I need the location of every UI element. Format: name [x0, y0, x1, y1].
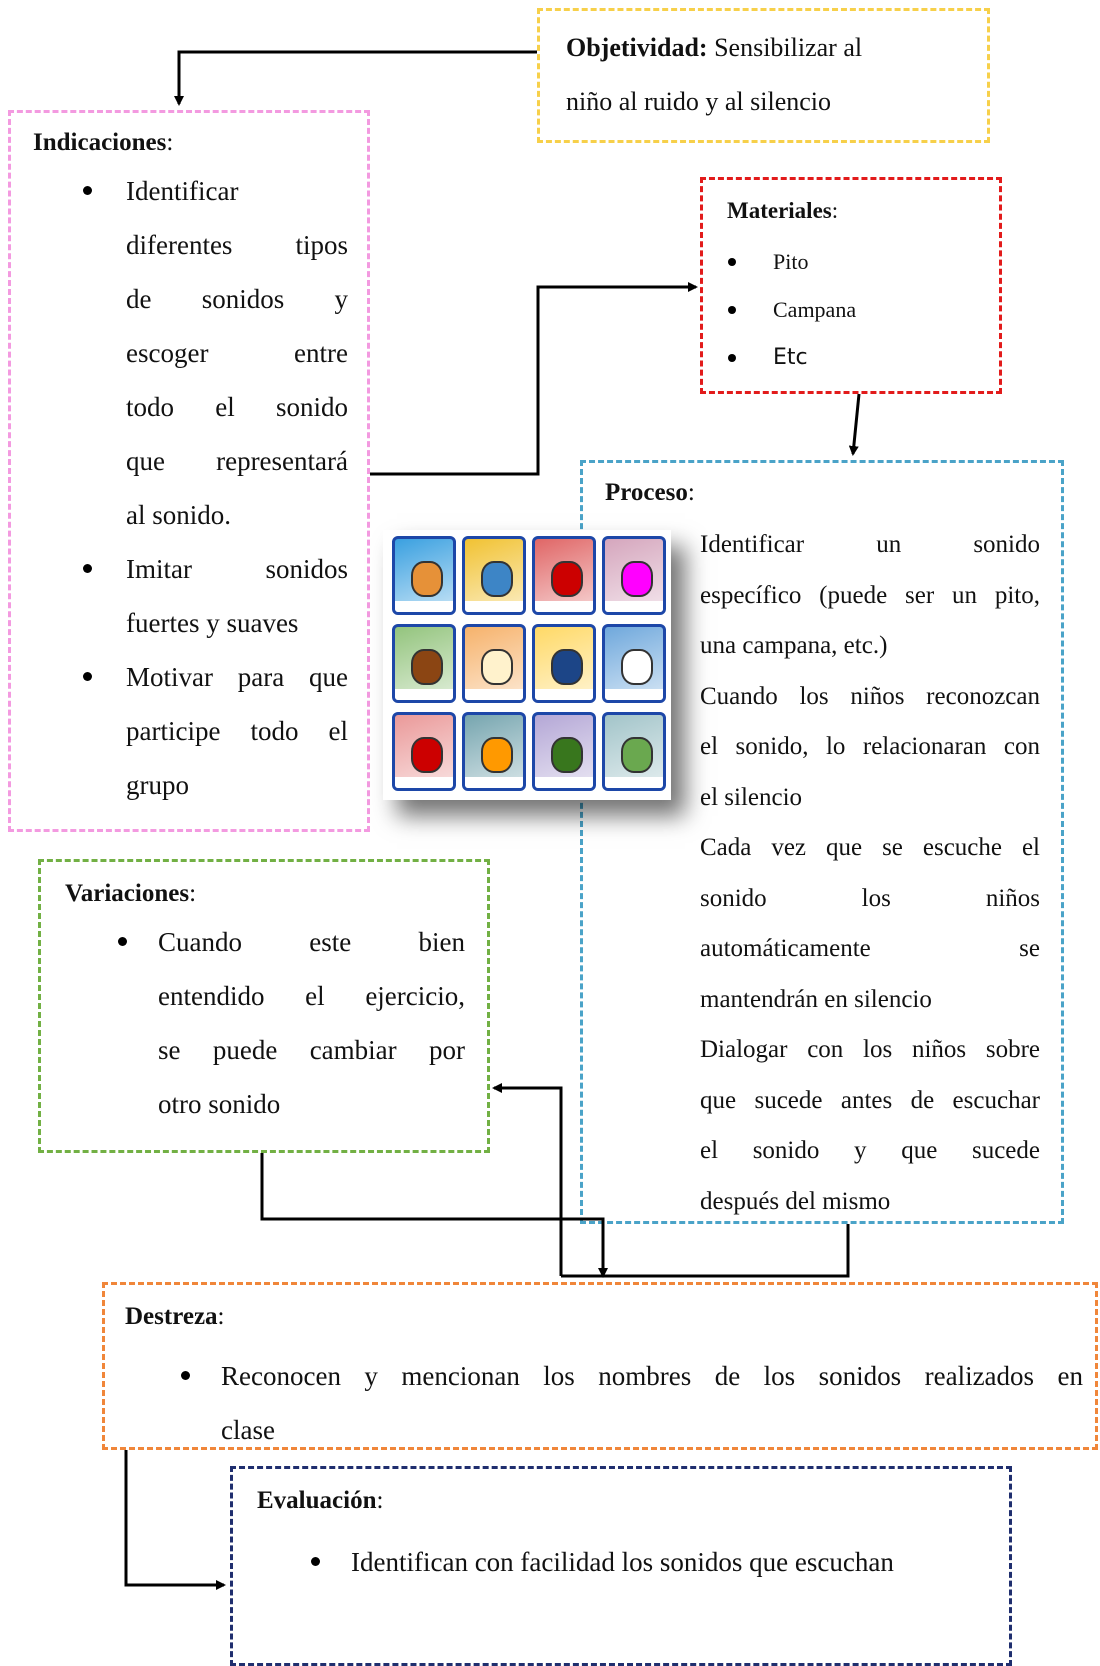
proceso-text: Identificar un sonido específico (puede … — [700, 520, 1040, 1220]
arrow-indicaciones-materiales — [370, 282, 698, 476]
sound-card-caption — [395, 777, 453, 788]
sound-card-tile — [602, 712, 666, 791]
sound-card-figure — [481, 649, 513, 685]
indicaciones-box: Indicaciones: — [8, 110, 370, 832]
sound-card-tile — [462, 536, 526, 615]
bullet-icon — [181, 1371, 190, 1380]
sound-card-figure — [551, 561, 583, 597]
objetividad-box: Objetividad: Sensibilizar al niño al rui… — [537, 8, 990, 143]
objetividad-text: Objetividad: Sensibilizar al niño al rui… — [566, 21, 986, 129]
sound-card-tile — [532, 536, 596, 615]
bullet-icon — [728, 306, 736, 314]
arrow-objetividad-indicaciones — [174, 50, 537, 106]
sound-card-caption — [605, 601, 663, 612]
sound-card-caption — [535, 777, 593, 788]
objetividad-line1: Sensibilizar al — [707, 33, 863, 62]
sound-card-caption — [465, 777, 523, 788]
arrow-materiales-proceso — [848, 393, 861, 456]
sound-card-tile — [532, 624, 596, 703]
destreza-box: Destreza: Reconocen y mencionan los nomb… — [102, 1282, 1098, 1450]
indicaciones-item-3: Motivar para que participe todo el grupo — [83, 650, 348, 812]
sound-card-figure — [621, 561, 653, 597]
bullet-icon — [83, 564, 92, 573]
materiales-title: Materiales: — [727, 198, 839, 223]
bullet-icon — [728, 258, 736, 266]
objetividad-label: Objetividad: — [566, 33, 708, 62]
materiales-item-1: Pito — [728, 238, 808, 286]
evaluacion-text: Identifican con facilidad los sonidos qu… — [311, 1535, 894, 1589]
sound-card-figure — [551, 649, 583, 685]
sound-card-caption — [535, 689, 593, 700]
bullet-icon — [83, 186, 92, 195]
sound-card-tile — [392, 712, 456, 791]
sound-card-tile — [602, 536, 666, 615]
sound-card-tile — [532, 712, 596, 791]
indicaciones-title: Indicaciones: — [33, 129, 174, 156]
sound-card-caption — [535, 601, 593, 612]
sound-card-figure — [621, 737, 653, 773]
sound-card-tile — [392, 624, 456, 703]
sound-card-caption — [605, 777, 663, 788]
sound-card-tile — [602, 624, 666, 703]
bullet-icon — [311, 1557, 320, 1566]
bullet-icon — [728, 354, 736, 362]
bullet-icon — [83, 672, 92, 681]
variaciones-title: Variaciones: — [65, 880, 197, 907]
materiales-item-2: Campana — [728, 286, 856, 334]
sound-card-tile — [462, 624, 526, 703]
sound-card-caption — [395, 601, 453, 612]
objetividad-line2: niño al ruido y al silencio — [566, 87, 832, 116]
evaluacion-box: Evaluación: Identifican con facilidad lo… — [230, 1466, 1012, 1666]
materiales-item-3: Etc — [728, 334, 808, 382]
sound-card-figure — [621, 649, 653, 685]
destreza-title: Destreza: — [125, 1303, 225, 1330]
indicaciones-item-2: Imitar sonidos fuertes y suaves — [83, 542, 348, 650]
proceso-title: Proceso: — [605, 479, 695, 506]
sound-card-figure — [481, 737, 513, 773]
sound-card-caption — [465, 689, 523, 700]
arrow-proceso-variaciones — [492, 1083, 563, 1276]
sound-card-caption — [395, 689, 453, 700]
indicaciones-item-1: Identificar diferentes tipos de sonidos … — [83, 164, 348, 542]
bullet-icon — [118, 937, 127, 946]
arrow-destreza-evaluacion — [124, 1450, 226, 1590]
sound-card-figure — [551, 737, 583, 773]
sound-card-figure — [411, 649, 443, 685]
evaluacion-title: Evaluación: — [257, 1487, 384, 1514]
sound-card-tile — [462, 712, 526, 791]
arrow-variaciones-destreza — [260, 1153, 608, 1278]
indicaciones-list: Identificar diferentes tipos de sonidos … — [83, 164, 348, 812]
materiales-box: Materiales: Pito Campana Etc — [700, 177, 1002, 394]
sound-card-caption — [605, 689, 663, 700]
proceso-bullet-line: Cada vez que se escuche el — [700, 823, 1040, 874]
sound-card-figure — [481, 561, 513, 597]
sound-cards-image — [383, 530, 671, 800]
variaciones-box: Variaciones: — [38, 859, 490, 1153]
arrow-proceso-destreza — [561, 1224, 850, 1278]
variaciones-text: Cuando este bien entendido el ejercicio,… — [118, 915, 465, 1131]
sound-card-tile — [392, 536, 456, 615]
sound-card-figure — [411, 737, 443, 773]
sound-card-figure — [411, 561, 443, 597]
destreza-text: Reconocen y mencionan los nombres de los… — [181, 1349, 1083, 1457]
sound-card-caption — [465, 601, 523, 612]
